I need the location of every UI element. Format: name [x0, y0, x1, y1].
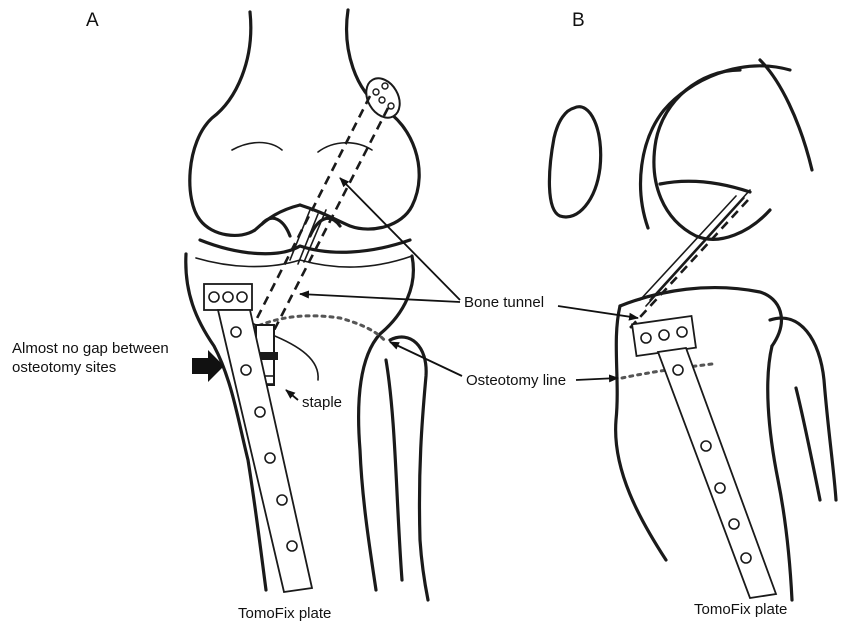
- fibula-b-inner: [796, 388, 820, 500]
- femur-b: [654, 70, 770, 239]
- osteotomy-line-label: Osteotomy line: [466, 372, 566, 390]
- staple-arrow: [286, 390, 298, 400]
- patella-b: [549, 107, 600, 217]
- femur-outline-a: [190, 12, 300, 235]
- gap-label-line1: Almost no gap between: [12, 340, 169, 358]
- plate-label-a: TomoFix plate: [238, 605, 331, 623]
- bone-tunnel-arrow-1: [340, 178, 460, 300]
- bone-tunnel-label: Bone tunnel: [464, 294, 544, 312]
- tomofix-plate-b: [632, 316, 776, 598]
- fibula-b: [770, 318, 836, 500]
- bone-tunnel-arrow-b: [558, 306, 638, 318]
- plate-label-b: TomoFix plate: [694, 601, 787, 619]
- panel-b-drawing: [549, 60, 836, 600]
- panel-label-a: A: [86, 10, 99, 32]
- tibia-lateral-a: [359, 256, 414, 590]
- panel-label-b: B: [572, 10, 585, 32]
- femoral-notch-a: [232, 143, 372, 153]
- staple-label: staple: [302, 394, 342, 412]
- osteotomy-arrow-b: [576, 378, 618, 380]
- gap-label-line2: osteotomy sites: [12, 359, 116, 377]
- condyle-line-b: [660, 181, 750, 192]
- femur-b-shaft: [760, 60, 812, 170]
- panel-a-drawing: [186, 10, 462, 600]
- bone-tunnel-arrow-2: [300, 294, 460, 302]
- femoral-button-a: [360, 72, 407, 123]
- bone-tunnel-b: [630, 200, 748, 328]
- fibula-inner-a: [386, 360, 402, 580]
- tibia-posterior-b: [768, 346, 792, 600]
- bone-tunnel-a-left: [248, 96, 370, 336]
